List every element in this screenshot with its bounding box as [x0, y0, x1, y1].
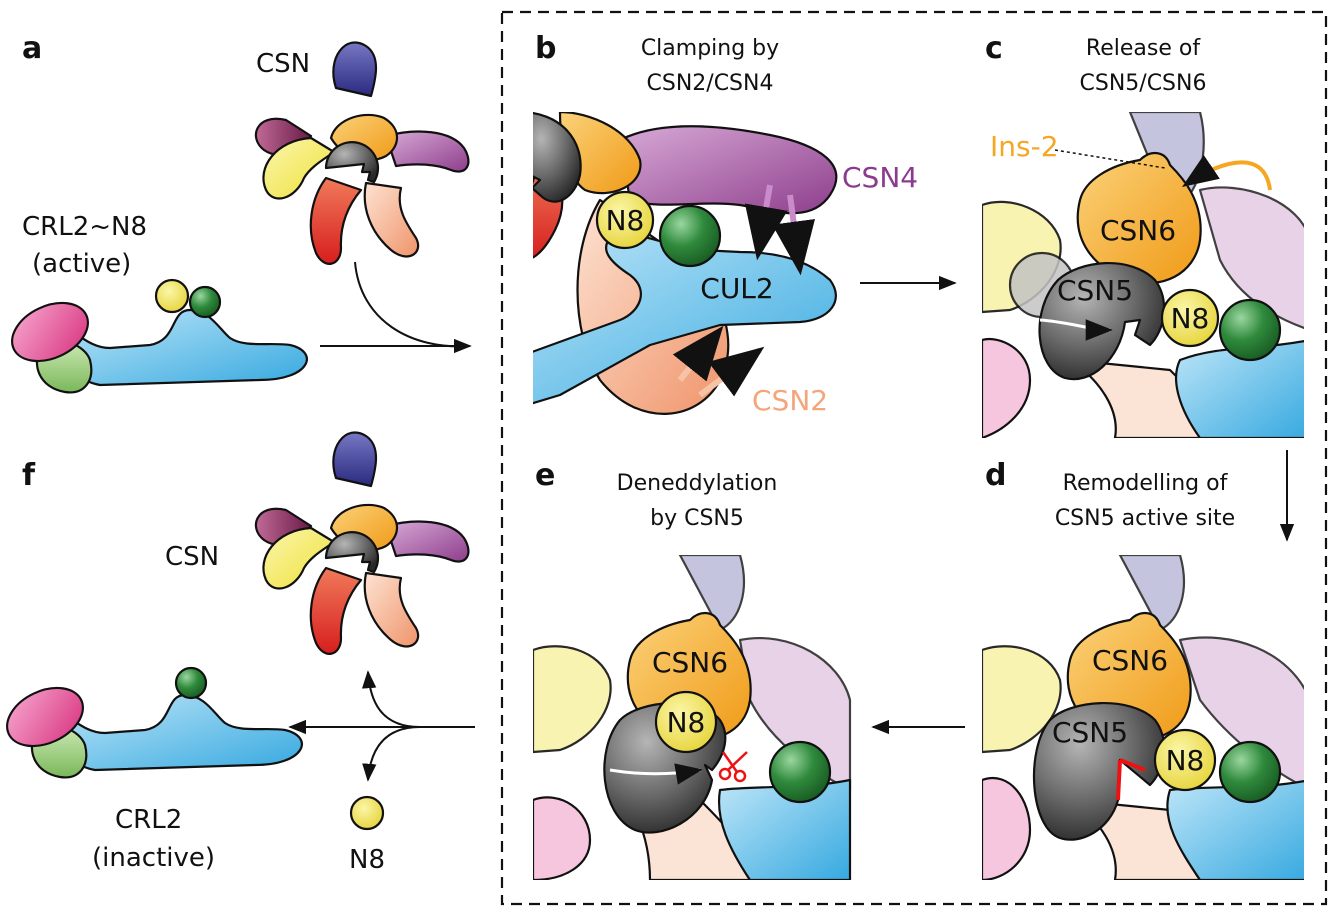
panel-c-ins2: Ins-2 [990, 130, 1059, 163]
panel-a-crl-state: (active) [32, 249, 131, 279]
panel-e-title-1: Deneddylation [617, 471, 778, 496]
csn-complex-f [254, 431, 470, 655]
panel-a-letter: a [22, 31, 42, 66]
panel-b-csn2: CSN2 [752, 384, 828, 417]
panel-c-letter: c [985, 31, 1003, 66]
panel-c-title-1: Release of [1086, 36, 1201, 61]
crl2-inactive [6, 666, 303, 779]
panel-b-cul2: CUL2 [700, 272, 773, 305]
panel-b-title-2: CSN2/CSN4 [647, 71, 774, 96]
panel-f: f CSN CRL2 (inactive) N8 [6, 431, 470, 875]
panel-a-crl-label: CRL2~N8 [22, 212, 147, 242]
panel-e-csn6: CSN6 [652, 646, 728, 679]
arrow-to-csn-f [361, 670, 421, 728]
panel-d-title-1: Remodelling of [1063, 471, 1229, 496]
free-n8 [349, 795, 385, 831]
panel-f-letter: f [22, 458, 36, 493]
curved-arrow-a [354, 261, 471, 348]
panel-c-n8: N8 [1171, 302, 1210, 335]
panel-f-csn-label: CSN [165, 542, 219, 572]
panel-e-n8: N8 [667, 706, 706, 739]
panel-d-csn6: CSN6 [1092, 644, 1168, 677]
panel-c-csn5: CSN5 [1057, 274, 1133, 307]
crl2-n8-active [11, 278, 308, 394]
panel-d-title-2: CSN5 active site [1055, 506, 1235, 531]
arrow-to-n8-f [362, 726, 421, 782]
panel-b-title-1: Clamping by [641, 36, 779, 61]
panel-e-title-2: by CSN5 [650, 506, 744, 531]
dashed-frame [500, 10, 1328, 906]
panel-d-letter: d [985, 458, 1006, 493]
panel-b-letter: b [535, 31, 556, 66]
panel-e: e Deneddylation by CSN5 CSN6 N8 [288, 458, 852, 880]
panel-a-csn-label: CSN [256, 49, 310, 79]
panel-c: c Release of CSN5/CSN6 Ins-2 CSN6 CSN5 N… [982, 31, 1304, 542]
panel-e-letter: e [535, 458, 555, 493]
panel-f-crl-state: (inactive) [92, 843, 215, 873]
panel-c-title-2: CSN5/CSN6 [1080, 71, 1207, 96]
panel-b: b Clamping by CSN2/CSN4 N8 CUL2 CSN4 CSN… [533, 31, 957, 417]
scissors-icon [718, 751, 748, 783]
panel-f-crl-label: CRL2 [115, 805, 182, 835]
panel-d: d Remodelling of CSN5 active site CSN6 C… [871, 458, 1304, 880]
panel-f-n8: N8 [349, 845, 385, 875]
panel-c-csn6: CSN6 [1100, 214, 1176, 247]
panel-a: a CSN CRL2~N8 (active) [11, 31, 472, 394]
panel-d-n8: N8 [1166, 744, 1205, 777]
panel-b-csn4: CSN4 [842, 161, 918, 194]
ins2-pointer [1054, 149, 1166, 169]
panel-d-csn5: CSN5 [1052, 716, 1128, 749]
panel-b-n8: N8 [606, 204, 645, 237]
